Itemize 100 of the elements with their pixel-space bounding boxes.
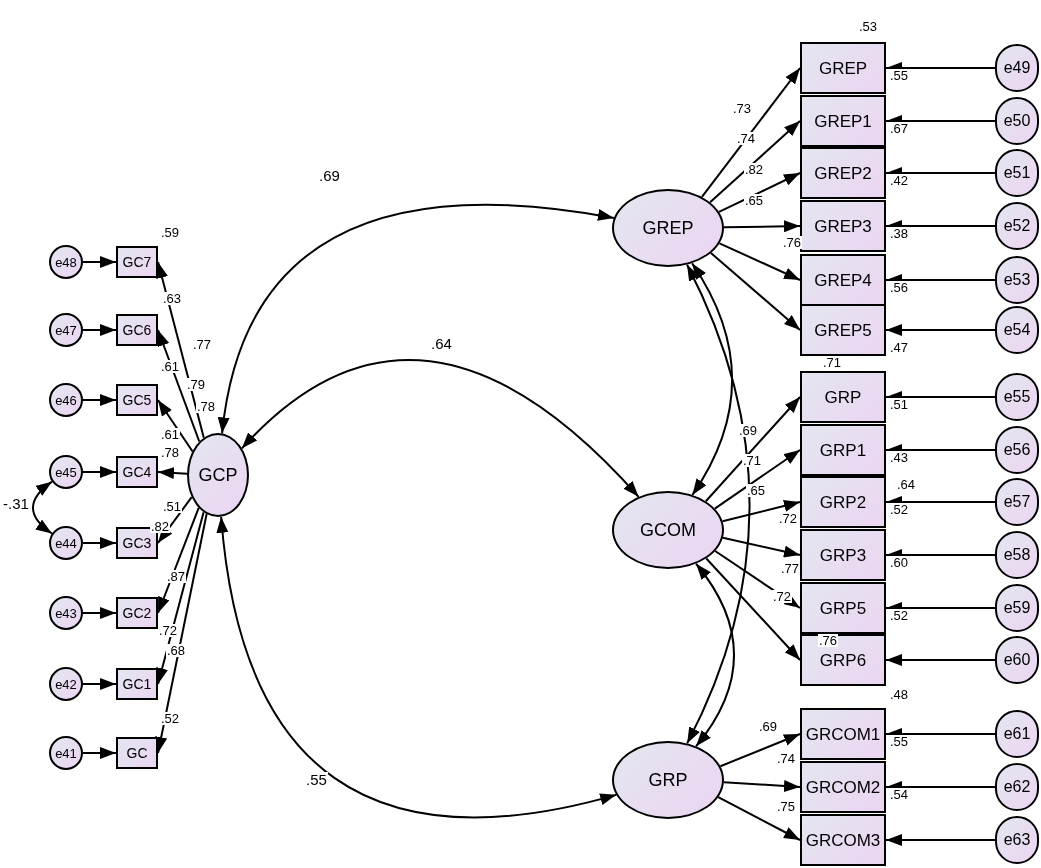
observed-variable-box: GC7 [116,246,158,278]
coefficient-label: .54 [889,788,910,801]
coefficient-label: .63 [162,292,183,305]
edge-label: .55 [305,772,328,787]
observed-variable-box: GRP1 [800,424,886,476]
coefficient-label: .52 [160,712,181,725]
coefficient-label: .77 [192,338,213,351]
observed-variable-box: GRCOM3 [800,814,886,866]
latent-variable-ellipse: GCOM [612,491,724,569]
observed-variable-box: GREP [800,42,886,94]
coefficient-label: .64 [896,478,917,491]
coefficient-label: .55 [889,735,910,748]
coefficient-label: .76 [818,634,839,647]
path-arrow [721,536,801,558]
coefficient-label: .61 [160,428,181,441]
coefficient-label: .47 [889,341,910,354]
path-arrow [82,678,117,690]
path-arrow [157,467,188,479]
path-arrow [82,256,117,268]
coefficient-label: .42 [889,174,910,187]
observed-variable-box: GC2 [116,597,158,629]
coefficient-label: .52 [889,609,910,622]
covariance-arrow [217,515,618,818]
coefficient-label: .74 [776,752,797,765]
path-arrow [82,324,117,336]
path-arrow [157,399,194,453]
path-arrow [718,172,801,213]
observed-variable-box: GRCOM2 [800,761,886,813]
latent-variable-ellipse: GCP [187,433,249,517]
coefficient-label: .71 [742,454,763,467]
coefficient-label: .48 [889,688,910,701]
observed-variable-box: GREP3 [800,200,886,252]
coefficient-label: .52 [889,503,910,516]
coefficient-label: .71 [822,356,843,369]
path-arrow [157,329,201,443]
path-arrow [157,496,193,544]
path-arrow [723,220,801,233]
covariance-arrow [695,562,736,748]
edge-label: .69 [318,168,341,183]
coefficient-label: .74 [736,132,757,145]
coefficient-label: .69 [738,424,759,437]
coefficient-label: .61 [160,360,181,373]
coefficient-label: .82 [150,520,171,533]
coefficient-label: .55 [889,69,910,82]
covariance-arrow [31,480,53,535]
observed-variable-box: GRP [800,371,886,423]
coefficient-label: .76 [782,236,803,249]
coefficient-label: .56 [889,281,910,294]
coefficient-label: .79 [186,378,207,391]
coefficient-label: .87 [166,570,187,583]
path-arrow [700,67,801,198]
coefficient-label: .65 [744,194,765,207]
coefficient-label: .51 [162,500,183,513]
path-arrow [722,780,801,792]
path-arrow [82,394,117,406]
path-arrow [709,120,801,204]
latent-variable-ellipse: GREP [612,189,724,267]
coefficient-label: .65 [746,484,767,497]
coefficient-label: .59 [160,226,181,239]
observed-variable-box: GREP4 [800,254,886,306]
observed-variable-box: GREP2 [800,147,886,199]
covariance-arrow [240,359,640,498]
coefficient-label: .73 [732,102,753,115]
coefficient-label: .51 [889,398,910,411]
observed-variable-box: GC [116,737,158,769]
latent-variable-ellipse: GRP [612,741,724,819]
path-arrow [82,466,117,478]
path-arrow [82,607,117,619]
coefficient-label: .67 [889,122,910,135]
path-arrow [885,324,996,336]
coefficient-label: .82 [744,163,765,176]
coefficient-label: .60 [889,556,910,569]
path-arrow [82,747,117,759]
coefficient-label: .72 [772,590,793,603]
path-arrow [885,834,996,846]
path-arrow [717,796,801,841]
coefficient-label: .77 [780,562,801,575]
edge-label: .64 [430,336,453,351]
coefficient-label: .75 [776,800,797,813]
covariance-arrow [218,204,615,435]
path-arrow [82,537,117,549]
path-arrow [718,242,801,281]
coefficient-label: .69 [758,720,779,733]
observed-variable-box: GRP3 [800,529,886,581]
path-arrow [885,654,996,666]
observed-variable-box: GRP2 [800,476,886,528]
path-arrow [721,500,801,523]
path-arrow [719,733,801,768]
coefficient-label: .72 [778,512,799,525]
observed-variable-box: GREP1 [800,95,886,147]
observed-variable-box: GC4 [116,456,158,488]
path-arrow [714,550,801,609]
path-arrow [157,506,200,614]
coefficient-label: .78 [160,446,181,459]
edge-label: -.31 [2,496,30,511]
observed-variable-box: GREP5 [800,304,886,356]
coefficient-label: .72 [158,624,179,637]
coefficient-label: .68 [166,644,187,657]
coefficient-label: .78 [196,400,217,413]
coefficient-label: .38 [889,227,910,240]
